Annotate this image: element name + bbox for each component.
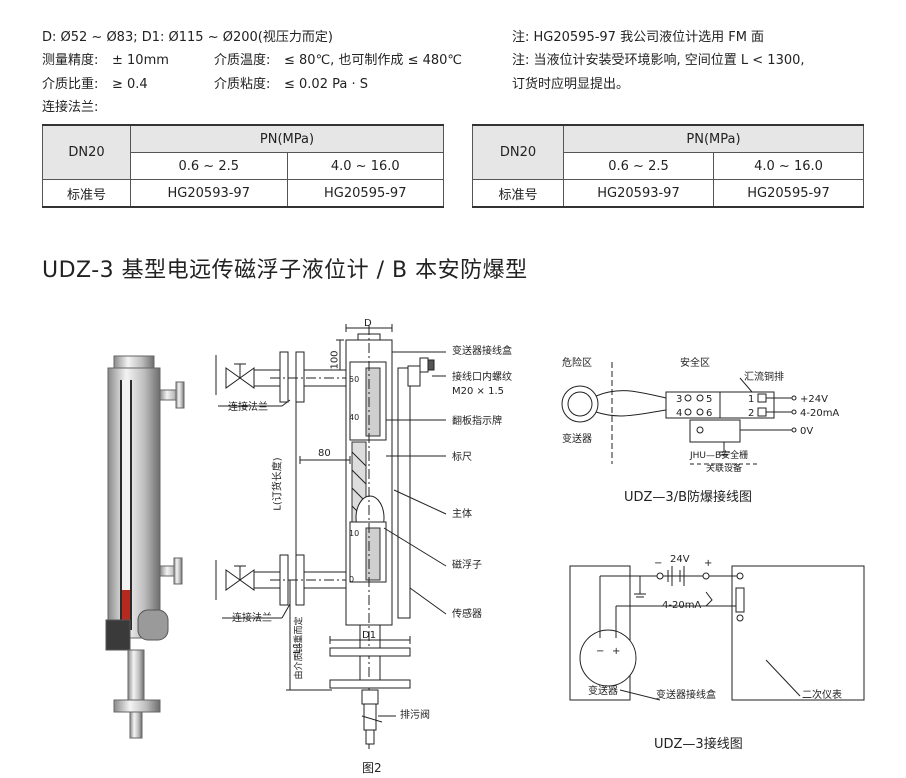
std-low: HG20593-97 — [130, 179, 288, 208]
range-low: 0.6 ~ 2.5 — [130, 152, 288, 180]
flange-label: 连接法兰: — [42, 100, 99, 115]
temperature-value: ≤ 80℃, 也可制作成 ≤ 480℃ — [284, 53, 463, 68]
callout-thread: 接线口内螺纹 — [452, 372, 512, 383]
scale-50: 50 — [349, 375, 360, 384]
flange-label-top: 连接法兰 — [228, 402, 268, 413]
density-value: ≥ 0.4 — [112, 77, 148, 92]
callout-drain-valve: 排污阀 — [400, 710, 430, 721]
std-low: HG20593-97 — [563, 179, 714, 208]
transmitter-label-3: 变送器 — [588, 686, 618, 697]
range-high: 4.0 ~ 16.0 — [713, 152, 864, 180]
terminal-4: 4 — [676, 408, 683, 419]
dim-d1: D1 — [362, 630, 377, 641]
callout-scale: 标尺 — [452, 452, 472, 463]
transmitter-minus: − — [596, 646, 605, 657]
density-label: 介质比重: — [42, 77, 99, 92]
pn-header: PN(MPa) — [563, 124, 864, 153]
junction-box-label: 变送器接线盒 — [656, 690, 716, 701]
supply-minus: − — [654, 558, 663, 569]
viscosity-value: ≤ 0.02 Pa · S — [284, 77, 368, 92]
std-high: HG20595-97 — [713, 179, 864, 208]
busbar-label: 汇流铜排 — [744, 372, 784, 383]
figure-2-drawing — [215, 324, 447, 750]
scale-10: 10 — [349, 529, 360, 538]
wiring-b-caption: UDZ—3/B防爆接线图 — [624, 490, 753, 505]
callout-junction-box: 变送器接线盒 — [452, 346, 512, 357]
std-label: 标准号 — [472, 179, 564, 208]
figure-2-caption: 图2 — [362, 761, 382, 775]
dn-cell: DN20 — [42, 124, 131, 180]
note-2: 注: 当液位计安装受环境影响, 空间位置 L < 1300, — [512, 53, 805, 68]
scale-0: 0 — [349, 575, 355, 584]
transmitter-label-b: 变送器 — [562, 434, 592, 445]
callout-sensor: 传感器 — [452, 609, 482, 620]
dim-l1-note: 由介质比重而定 — [294, 616, 305, 680]
note-1: 注: HG20595-97 我公司液位计选用 FM 面 — [512, 30, 765, 45]
flange-label-bottom: 连接法兰 — [232, 613, 272, 624]
std-label: 标准号 — [42, 179, 131, 208]
temperature-label: 介质温度: — [214, 53, 271, 68]
wiring-diagram-b — [561, 362, 797, 465]
dn-cell: DN20 — [472, 124, 564, 180]
viscosity-label: 介质粘度: — [214, 77, 271, 92]
dim-d: D — [364, 318, 372, 329]
output-4-20ma: 4-20mA — [800, 408, 840, 419]
product-photo — [105, 355, 185, 739]
terminal-5: 5 — [706, 394, 713, 405]
callout-flap-indicator: 翻板指示牌 — [452, 416, 502, 427]
scale-40: 40 — [349, 413, 360, 422]
wiring-3-caption: UDZ—3接线图 — [654, 737, 743, 752]
loop-4-20ma: 4-20mA — [662, 600, 702, 611]
terminal-1: 1 — [748, 394, 755, 405]
output-24v: +24V — [800, 394, 828, 405]
callout-body: 主体 — [452, 509, 472, 520]
section-title: UDZ-3 基型电远传磁浮子液位计 / B 本安防爆型 — [42, 258, 528, 283]
range-high: 4.0 ~ 16.0 — [286, 152, 444, 180]
secondary-instrument-label: 二次仪表 — [802, 690, 842, 701]
terminal-6: 6 — [706, 408, 713, 419]
terminal-2: 2 — [748, 408, 755, 419]
accuracy-value: ± 10mm — [112, 53, 169, 68]
range-low: 0.6 ~ 2.5 — [563, 152, 714, 180]
supply-24v: 24V — [670, 554, 690, 565]
terminal-3: 3 — [676, 394, 683, 405]
pn-header: PN(MPa) — [130, 124, 444, 153]
callout-thread-size: M20 × 1.5 — [452, 386, 504, 397]
note-3: 订货时应明显提出。 — [512, 77, 630, 92]
accuracy-label: 测量精度: — [42, 53, 99, 68]
transmitter-plus: + — [612, 646, 621, 657]
callout-float: 磁浮子 — [452, 560, 482, 571]
danger-zone-label: 危险区 — [562, 358, 592, 369]
dim-100: 100 — [329, 350, 341, 370]
spec-dimensions: D: Ø52 ~ Ø83; D1: Ø115 ~ Ø200(视压力而定) — [42, 30, 333, 45]
std-high: HG20595-97 — [286, 179, 444, 208]
safety-barrier-label: JHU—B安全栅 — [690, 451, 749, 461]
associated-equipment-label: 关联设备 — [706, 464, 743, 474]
dim-80: 80 — [318, 448, 331, 459]
wiring-diagram-3 — [569, 565, 865, 701]
supply-plus: + — [704, 558, 713, 569]
output-0v: 0V — [800, 426, 814, 437]
dim-order-length: L(订货长度) — [272, 457, 284, 511]
safe-zone-label: 安全区 — [680, 358, 710, 369]
